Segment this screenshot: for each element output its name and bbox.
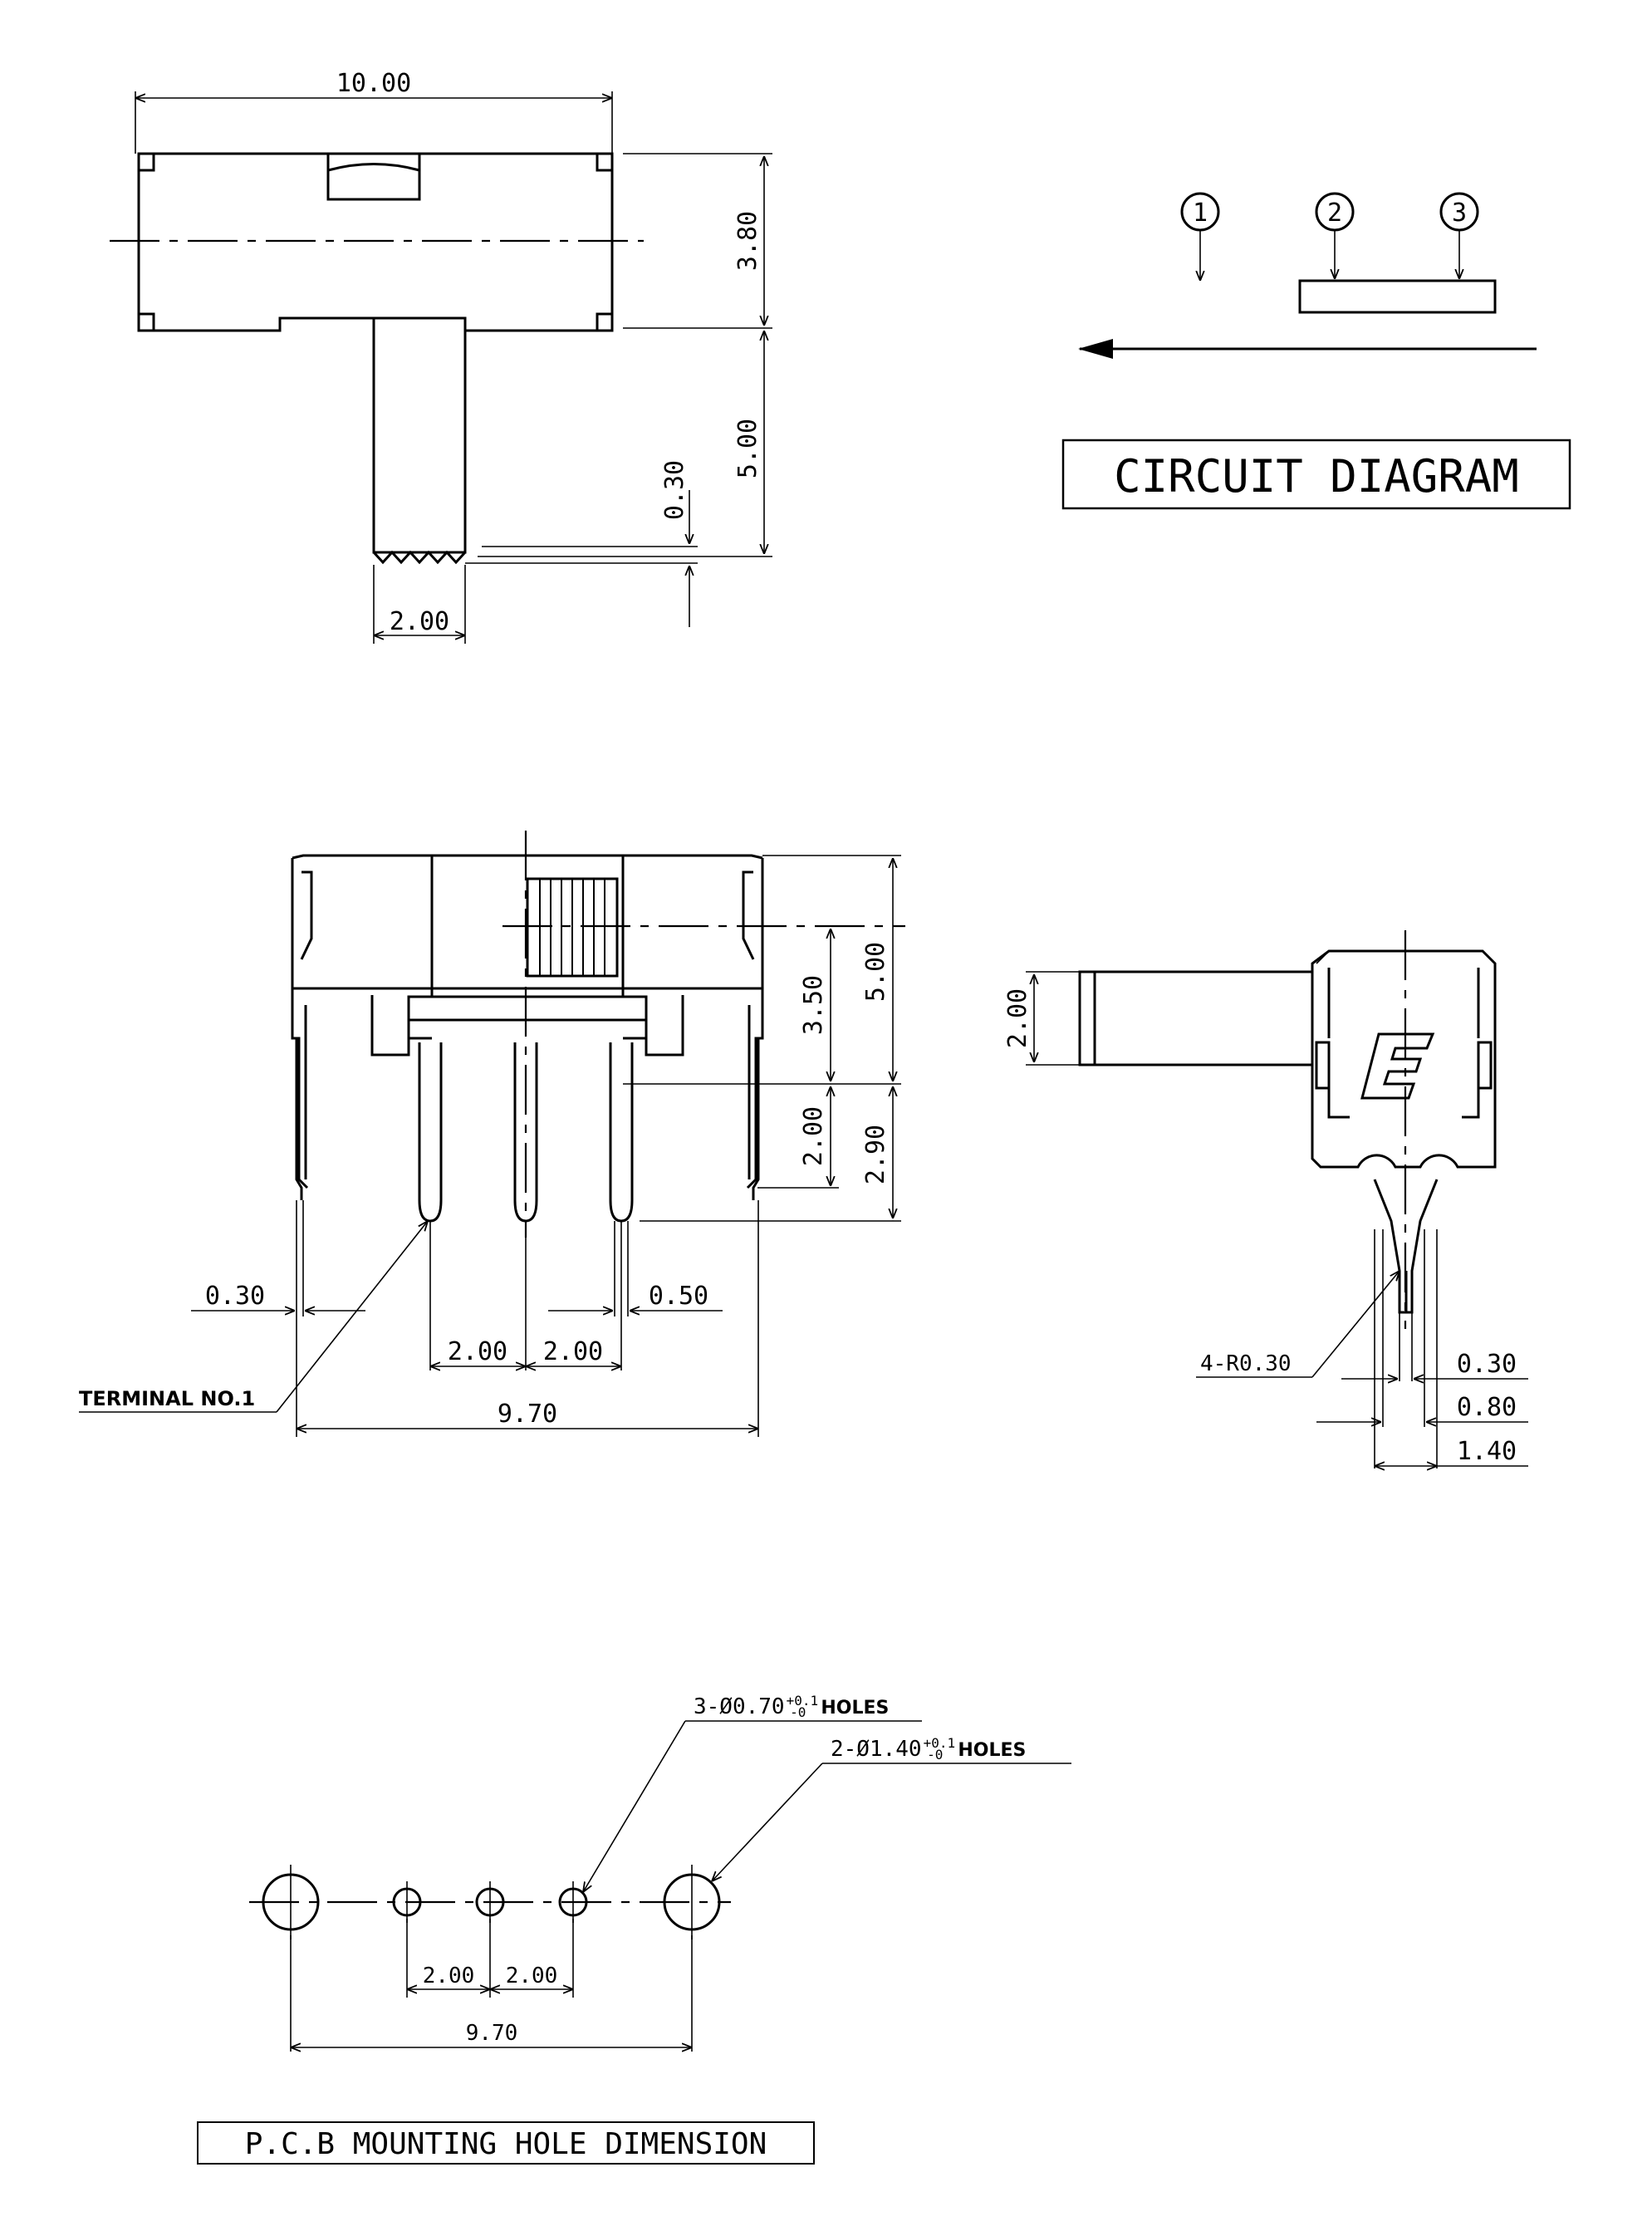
terminal-2-label: 2	[1327, 199, 1342, 228]
front-view: 5.00 3.50 2.00 2.90 0.30 0.50 2.00 2.00 …	[79, 831, 905, 1437]
actuator-length-label: 5.00	[733, 419, 762, 478]
pcb-pitch-a-label: 2.00	[423, 1964, 475, 1988]
pcb-overall-label: 9.70	[466, 2021, 518, 2046]
side-view: 2.00 4-R0.30 0.30 0.80 1.40	[1003, 930, 1528, 1468]
dim-2-90-label: 2.90	[861, 1125, 890, 1184]
top-view: 10.00 3.80 5.00 0.30 2.00	[110, 69, 772, 644]
right-leg	[752, 1038, 760, 1200]
pcb-label: P.C.B MOUNTING HOLE DIMENSION	[245, 2127, 767, 2161]
pcb-pitch-b-label: 2.00	[506, 1964, 558, 1988]
terminal-3	[609, 1042, 634, 1223]
width-dimension-label: 10.00	[336, 69, 411, 98]
terminal-1	[418, 1042, 443, 1223]
side-body	[1311, 949, 1497, 1169]
dim-5-00-label: 5.00	[861, 942, 890, 1002]
e-logo-icon	[1360, 1032, 1435, 1100]
knob-outline	[326, 154, 421, 201]
actuator-width-label: 2.00	[390, 607, 449, 636]
circuit-label: CIRCUIT DIAGRAM	[1114, 450, 1519, 503]
terminal-note: TERMINAL NO.1	[79, 1387, 255, 1410]
circuit-diagram: 1 2 3 CIRCUIT DIAGRAM	[1061, 192, 1571, 510]
terminal-3-label: 3	[1452, 199, 1467, 228]
side-actuator	[1078, 970, 1314, 1066]
dim-3-50-label: 3.50	[799, 975, 828, 1035]
side-height-label: 2.00	[1003, 988, 1032, 1048]
dim-2-00-vertical-label: 2.00	[799, 1106, 828, 1166]
actuator	[372, 318, 467, 554]
overall-width-label: 9.70	[498, 1400, 557, 1429]
pitch-a-label: 2.00	[448, 1337, 507, 1366]
side-dim-0-30-label: 0.30	[1457, 1350, 1517, 1379]
dim-0-30-label: 0.30	[205, 1282, 265, 1311]
terminal-3-circle	[1439, 192, 1479, 232]
actuator-tip-label: 0.30	[660, 460, 689, 520]
switch-body-top	[137, 152, 614, 332]
side-dim-0-80-label: 0.80	[1457, 1393, 1517, 1422]
terminal-2-circle	[1315, 192, 1355, 232]
body-height-label: 3.80	[733, 211, 762, 271]
dim-0-50-label: 0.50	[649, 1282, 708, 1311]
pcb-label-box	[197, 2121, 815, 2165]
terminal-1-label: 1	[1193, 199, 1208, 228]
terminal-1-circle	[1180, 192, 1220, 232]
radius-note: 4-R0.30	[1200, 1351, 1292, 1376]
left-leg	[295, 1038, 303, 1200]
contact-bar	[1298, 279, 1497, 314]
pitch-b-label: 2.00	[543, 1337, 603, 1366]
side-dim-1-40-label: 1.40	[1457, 1437, 1517, 1466]
circuit-label-box	[1061, 439, 1571, 510]
